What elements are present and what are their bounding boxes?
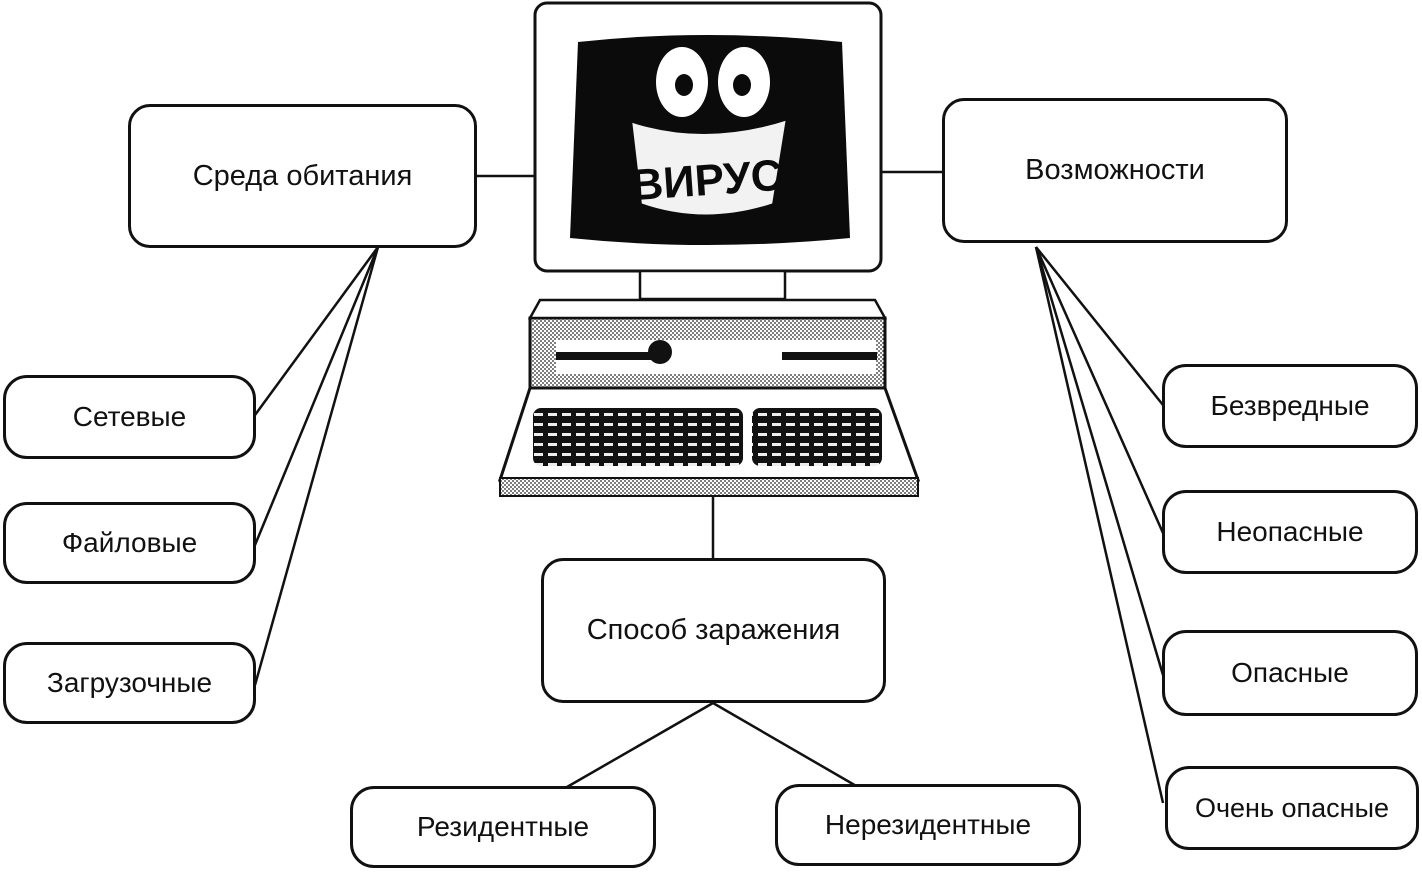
virus-mouth — [627, 115, 791, 219]
habitat-network-box: Сетевые — [3, 375, 256, 459]
connector-habitat-boot — [253, 246, 380, 686]
keyboard-base — [499, 477, 919, 497]
infection-box: Способ заражения — [541, 558, 886, 703]
habitat-boot-box: Загрузочные — [3, 642, 256, 724]
connector-cap-nondangerous — [1034, 246, 1165, 534]
screen-text: ВИРУС — [630, 151, 784, 210]
habitat-title: Среда обитания — [192, 159, 413, 192]
monitor-stand — [638, 269, 787, 301]
connector-habitat-file — [253, 246, 380, 546]
floppy-drive — [556, 352, 666, 360]
keyboard-keys-right — [752, 408, 882, 466]
connectors — [253, 170, 1165, 804]
habitat-file-label: Файловые — [61, 527, 198, 558]
capabilities-title: Возможности — [1025, 154, 1205, 186]
infection-resident-label: Резидентные — [416, 811, 590, 842]
habitat-box: Среда обитания — [128, 104, 477, 248]
cap-dangerous-label: Опасные — [1231, 657, 1349, 688]
habitat-boot-label: Загрузочные — [46, 667, 213, 698]
habitat-file-box: Файловые — [3, 502, 256, 584]
connector-cap-harmless — [1035, 246, 1164, 406]
habitat-network-label: Сетевые — [72, 401, 187, 432]
infection-nonresident-label: Нерезидентные — [824, 809, 1032, 840]
cap-harmless-label: Безвредные — [1210, 390, 1370, 421]
keyboard-keys-left — [533, 408, 743, 466]
connector-infection-nonresident — [712, 701, 859, 789]
infection-nonresident-box: Нерезидентные — [775, 784, 1081, 866]
connector-cap-dangerous — [1034, 246, 1165, 676]
connector-habitat-network — [253, 246, 380, 416]
connector-cap-verydangerous — [1034, 246, 1165, 804]
cap-nondangerous-label: Неопасные — [1216, 516, 1364, 547]
cap-harmless-box: Безвредные — [1162, 364, 1418, 448]
cap-dangerous-box: Опасные — [1162, 630, 1418, 716]
capabilities-box: Возможности — [942, 98, 1288, 243]
computer-virus-icon: ВИРУС — [497, 1, 921, 497]
connector-infection-resident — [566, 701, 714, 789]
cap-verydangerous-box: Очень опасные — [1165, 766, 1419, 850]
infection-title: Способ заражения — [586, 614, 841, 646]
infection-resident-box: Резидентные — [350, 786, 656, 868]
cap-verydangerous-label: Очень опасные — [1194, 792, 1390, 823]
cap-nondangerous-box: Неопасные — [1162, 490, 1418, 574]
